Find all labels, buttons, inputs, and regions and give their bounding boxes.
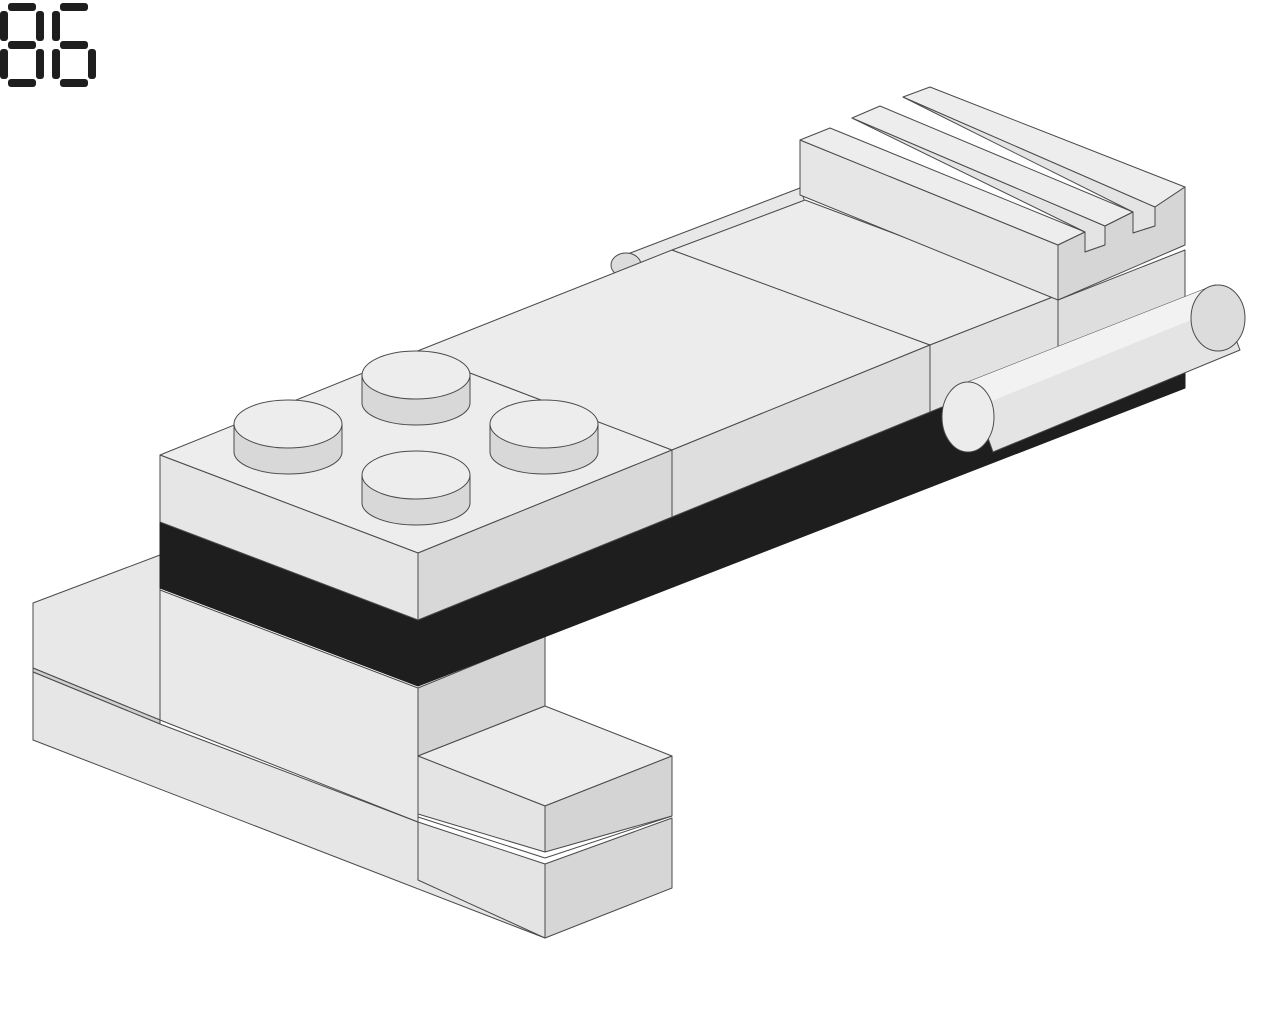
- base-right-brick: [417, 705, 673, 939]
- digit-segment: [52, 49, 60, 79]
- digit-segment: [36, 49, 44, 79]
- digit-segment: [60, 79, 88, 87]
- digit-segment: [0, 49, 8, 79]
- base-left-brick: [32, 554, 546, 939]
- digit-segment: [60, 3, 88, 11]
- step-digits: [0, 3, 96, 87]
- front-bar-cylinder: [941, 284, 1246, 453]
- digit-segment: [36, 11, 44, 41]
- digit-segment: [8, 3, 36, 11]
- digit-segment: [88, 49, 96, 79]
- digit-segment: [8, 79, 36, 87]
- digit-segment: [8, 41, 36, 49]
- grooved-tile: [799, 86, 1186, 351]
- digit-segment: [0, 11, 8, 41]
- support-column: [159, 589, 546, 823]
- digit-segment: [52, 11, 60, 41]
- studs: [233, 350, 599, 526]
- stud-right: [489, 399, 599, 475]
- stud-back: [361, 350, 471, 426]
- step-number-display: 86: [0, 3, 96, 87]
- stud-left: [233, 399, 343, 475]
- stud-front: [361, 450, 471, 526]
- digit-segment: [60, 41, 88, 49]
